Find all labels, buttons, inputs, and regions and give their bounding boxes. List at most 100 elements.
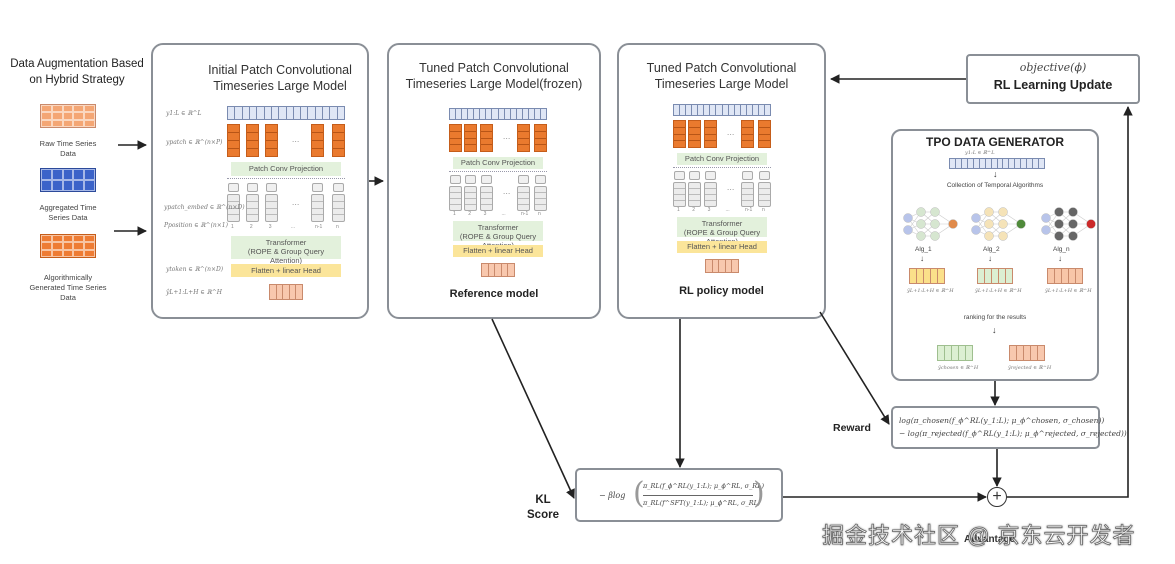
kl-paren-right: ) (753, 476, 765, 511)
token-index: 1 (231, 224, 234, 231)
ellipsis: ... (502, 186, 511, 196)
patch-conv-projection-block: Patch Conv Projection (231, 162, 341, 177)
ellipsis: ... (726, 182, 735, 192)
flatten-linear-head-block: Flatten + linear Head (231, 263, 341, 278)
token-index: n-1 (315, 224, 323, 231)
ellipsis: ... (726, 127, 735, 137)
patch-column (673, 120, 686, 148)
patch-column (703, 120, 717, 148)
token-index: 1 (677, 207, 680, 213)
objective-label: objective(ϕ) (1019, 61, 1087, 74)
data-augmentation-title: Data Augmentation Based on Hybrid Strate… (10, 58, 144, 86)
aggregated-series-grid (40, 168, 96, 192)
generated-series-grid (40, 234, 96, 258)
dotted-divider (673, 167, 771, 168)
token-index: n-1 (745, 207, 753, 213)
patch-column (517, 124, 530, 152)
kl-denominator: π_RL(f^SFT(y_1:L); μ_ϕ^RL, σ_RL) (643, 499, 761, 507)
patch-column (464, 124, 478, 152)
algorithm-output-bar (977, 268, 1013, 284)
rejected-label: ŷrejected ∈ ℝ^H (1008, 365, 1052, 371)
patch-column (758, 120, 771, 148)
token-index: 3 (483, 211, 487, 217)
ellipsis: ... (291, 133, 300, 144)
token-stack (245, 183, 259, 223)
patch-column (311, 124, 324, 157)
neural-network-icon (971, 207, 1026, 241)
patch-column (245, 124, 259, 157)
patch-column (227, 124, 240, 157)
aggregated-series-label: Aggregated Time Series Data (39, 203, 97, 222)
reward-formula-box: log(π_chosen(f_ϕ^RL(y_1:L); μ_ϕ^chosen, … (891, 406, 1127, 449)
algorithm-output-bar (1047, 268, 1083, 284)
patch-column (332, 124, 345, 157)
patch-conv-projection-block: Patch Conv Projection (453, 157, 543, 169)
algorithm-output-label: ŷL+1:L+H ∈ ℝ^H (1045, 288, 1092, 294)
tpo-input-label: y1:L ∈ ℝ^L (965, 150, 995, 156)
chosen-label: ŷchosen ∈ ℝ^H (938, 365, 979, 371)
plus-icon: + (992, 488, 1002, 505)
patch-column (688, 120, 702, 148)
flatten-linear-head-block: Flatten + linear Head (677, 241, 767, 253)
reward-label: Reward (833, 422, 871, 434)
label-patch: ypatch ∈ ℝ^(n×P) (166, 139, 223, 146)
token-stack (534, 175, 547, 211)
watermark: 掘金技术社区 @ 京东云开发者 (822, 523, 1136, 549)
patch-conv-projection-block: Patch Conv Projection (677, 153, 767, 165)
token-stack (449, 175, 462, 211)
arrow-down-icon: ↓ (920, 254, 924, 263)
label-forecast: ŷL+1:L+H ∈ ℝ^H (166, 289, 222, 296)
token-stack (741, 171, 754, 207)
patch-column (534, 124, 547, 152)
reward-formula-line2: − log(π_rejected(f_ϕ^RL(y_1:L); μ_ϕ^reje… (899, 429, 1127, 438)
policy-model-title: Tuned Patch Convolutional Timeseries Lar… (646, 61, 797, 91)
token-index: 3 (268, 224, 272, 231)
label-patch-embed: ypatch_embed ∈ ℝ^(n×D) (164, 204, 245, 211)
kl-formula-box: − βlog ( π_RL(f_ϕ^RL(y_1:L); μ_ϕ^RL, σ_R… (575, 468, 783, 522)
kl-fraction-bar (643, 495, 753, 496)
label-position: Pposition ∈ ℝ^(n×1) (164, 222, 228, 229)
token-index: 2 (692, 207, 696, 213)
arrow-policy-to-reward (819, 311, 890, 425)
token-index: n-1 (521, 211, 529, 217)
token-stack (264, 183, 278, 223)
arrow-down-icon: ↓ (988, 254, 992, 263)
patch-column (449, 124, 462, 152)
tpo-generator-panel: TPO DATA GENERATOR y1:L ∈ ℝ^L ↓ Collecti… (891, 129, 1099, 381)
token-index: 1 (453, 211, 456, 217)
input-sequence-bar (449, 108, 547, 120)
reward-formula-line1: log(π_chosen(f_ϕ^RL(y_1:L); μ_ϕ^chosen, … (899, 416, 1105, 425)
neural-network-icon (1041, 207, 1096, 241)
kl-prefix: − βlog (599, 491, 626, 500)
flatten-linear-head-block: Flatten + linear Head (453, 245, 543, 257)
rl-update-box: objective(ϕ) RL Learning Update (966, 54, 1140, 104)
policy-model-label: RL policy model (679, 285, 764, 297)
arrow-advantage-to-rl-update (1007, 106, 1133, 498)
token-index: n (762, 207, 765, 213)
token-index: n (538, 211, 541, 217)
patch-column (479, 124, 493, 152)
reference-model-title: Tuned Patch Convolutional Timeseries Lar… (405, 61, 583, 91)
token-index: n (336, 224, 339, 231)
dotted-divider (227, 178, 345, 180)
token-stack (464, 175, 478, 211)
input-sequence-bar (227, 106, 345, 120)
label-token: ytoken ∈ ℝ^(n×D) (166, 266, 224, 273)
raw-series-label: Raw Time Series Data (39, 139, 97, 158)
token-stack (332, 183, 345, 223)
dotted-divider (449, 171, 547, 172)
token-stack (758, 171, 771, 207)
ellipsis: ... (502, 131, 511, 141)
algorithm-output-bar (909, 268, 945, 284)
policy-model-panel: Tuned Patch Convolutional Timeseries Lar… (617, 43, 826, 319)
advantage-label: Advantage (964, 534, 1016, 545)
input-sequence-bar (673, 104, 771, 116)
token-stack (703, 171, 717, 207)
token-index: 3 (707, 207, 711, 213)
token-index: 2 (249, 224, 253, 231)
